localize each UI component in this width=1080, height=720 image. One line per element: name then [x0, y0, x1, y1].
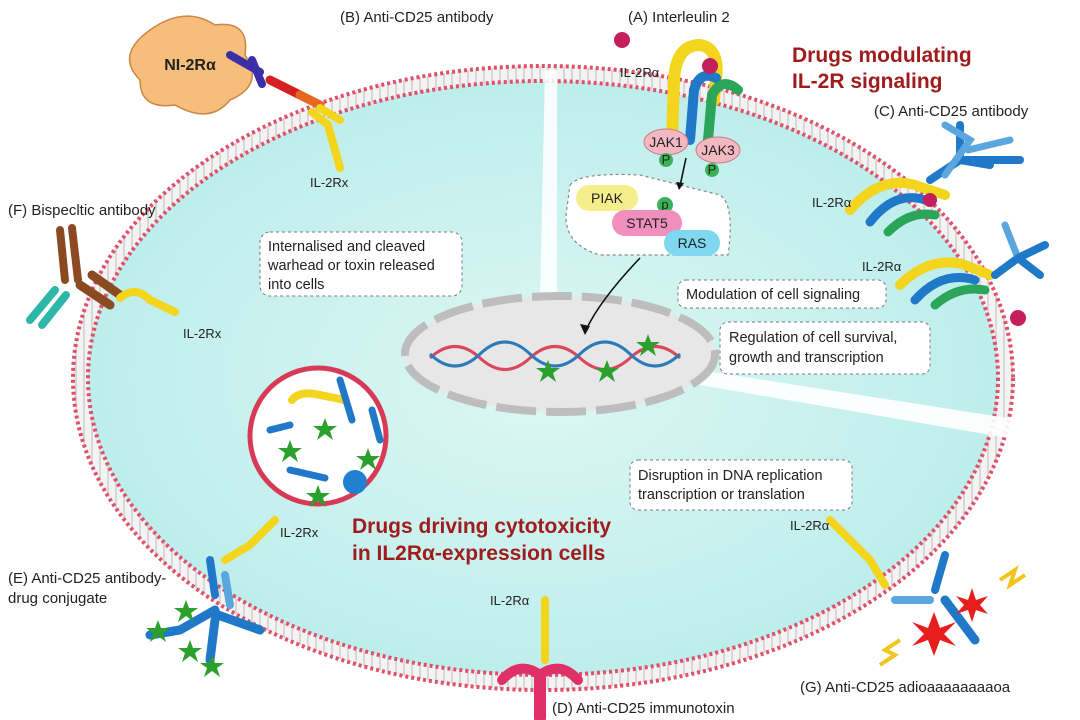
callout-modulation: Modulation of cell signaling	[677, 279, 887, 309]
label-adc-1: (E) Anti-CD25 antibody-	[8, 570, 166, 587]
phosphate-label: p	[661, 197, 668, 212]
label-radio: (G) Anti-CD25 adioaaaaaaaaoa	[800, 679, 1011, 696]
p2-label: P	[708, 162, 717, 177]
receptor-label-b: IL-2Rx	[310, 175, 349, 190]
disruption-line-1: Disruption in DNA replication	[638, 468, 823, 484]
regulation-line-2: growth and transcription	[729, 350, 884, 366]
nk-cell-label: NI-2Rα	[164, 57, 216, 74]
label-bispecific: (F) Bispecltic antibody	[8, 202, 156, 219]
phosphate-icon	[657, 197, 673, 213]
internalised-line-2: warhead or toxin released	[267, 258, 435, 274]
radiation-burst-icon	[956, 588, 988, 622]
endosome-vesicle	[247, 365, 389, 507]
title-modulating-1: Drugs modulating	[792, 44, 972, 67]
receptor-label-d: IL-2Rα	[490, 593, 530, 608]
outer-labels: (B) Anti-CD25 antibody (A) Interleulin 2…	[8, 9, 1029, 717]
callout-disruption: Disruption in DNA replication transcript…	[629, 459, 853, 511]
phosphate-icon	[705, 163, 719, 177]
label-anti-cd25-b: (B) Anti-CD25 antibody	[340, 9, 494, 26]
antibody-c-group	[845, 121, 1049, 326]
receptor-b	[308, 104, 344, 172]
title-cytotox-2: in IL2Rα-expression cells	[352, 542, 605, 565]
radiation-burst-icon	[912, 612, 956, 656]
phosphate-icon	[659, 153, 673, 167]
star-icon	[636, 334, 660, 356]
modulation-text: Modulation of cell signaling	[686, 287, 860, 303]
jak3-label: JAK3	[701, 142, 735, 158]
il2-molecule-icon	[702, 58, 718, 74]
divider-wedge	[540, 70, 1020, 440]
pathway-arrows	[580, 157, 687, 335]
receptor-label-e: IL-2Rx	[280, 525, 319, 540]
stat5-label: STAT5	[626, 215, 668, 231]
piak-pill	[576, 185, 638, 211]
star-icon	[536, 360, 560, 382]
immunotoxin	[497, 596, 583, 720]
callout-internalised: Internalised and cleaved warhead or toxi…	[259, 231, 463, 297]
receptor-label-f: IL-2Rx	[183, 326, 222, 341]
radio-conjugate	[826, 516, 1027, 667]
il2-receptor-complex: JAK1 JAK3 P P	[614, 32, 743, 177]
receptor-label-c2: IL-2Rα	[862, 259, 902, 274]
label-il2: (A) Interleulin 2	[628, 9, 730, 26]
disruption-line-2: transcription or translation	[638, 487, 805, 503]
receptor-label-top: IL-2Rα	[620, 65, 660, 80]
il2-molecule-icon	[614, 32, 630, 48]
receptor-label-c1: IL-2Rα	[812, 195, 852, 210]
stat5-pill	[612, 210, 682, 236]
nk-cell: NI-2Rα	[128, 15, 325, 115]
internalised-line-1: Internalised and cleaved	[268, 239, 425, 255]
jak3-pill	[695, 136, 741, 164]
jak1-label: JAK1	[649, 134, 683, 150]
titles: Drugs modulating IL-2R signaling Drugs d…	[352, 44, 972, 565]
label-adc-2: drug conjugate	[8, 590, 107, 607]
title-modulating-2: IL-2R signaling	[792, 70, 943, 93]
callout-regulation: Regulation of cell survival, growth and …	[719, 321, 931, 375]
bispecific-antibody	[26, 224, 179, 329]
ras-label: RAS	[678, 235, 707, 251]
star-icon	[595, 360, 619, 382]
internalised-line-3: into cells	[268, 277, 324, 293]
piak-label: PIAK	[591, 190, 624, 206]
receptor-labels: IL-2Rα IL-2Rx IL-2Rx IL-2Rx IL-2Rα IL-2R…	[183, 65, 902, 608]
antibody-drug-conjugate	[145, 516, 279, 677]
signaling-cascade: PIAK p STAT5 RAS	[565, 173, 731, 256]
label-immunotoxin: (D) Anti-CD25 immunotoxin	[552, 700, 735, 717]
label-anti-cd25-c: (C) Anti-CD25 antibody	[874, 103, 1029, 120]
receptor-label-g: IL-2Rα	[790, 518, 830, 533]
p1-label: P	[662, 152, 671, 167]
nucleus	[401, 292, 719, 416]
ras-pill	[664, 230, 720, 256]
regulation-line-1: Regulation of cell survival,	[729, 330, 897, 346]
title-cytotox-1: Drugs driving cytotoxicity	[352, 515, 611, 538]
